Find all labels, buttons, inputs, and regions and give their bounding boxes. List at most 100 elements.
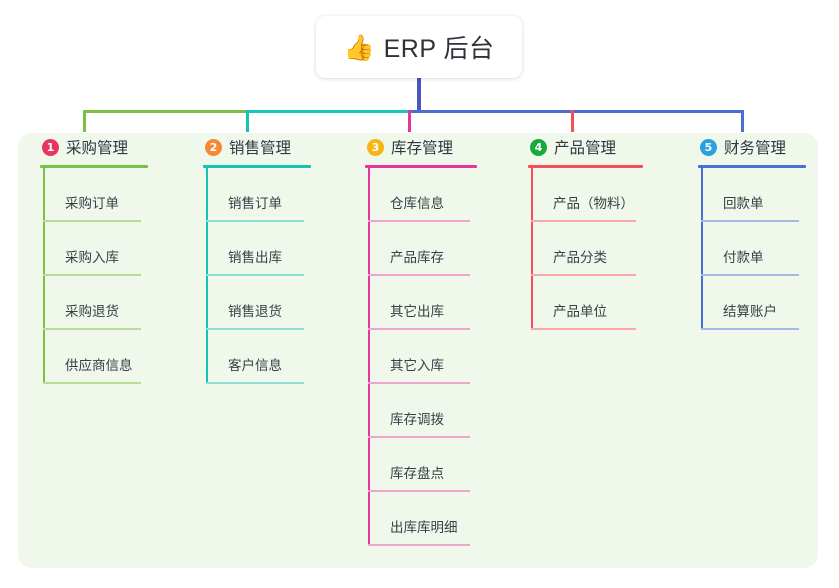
drop-line-3 <box>408 110 411 132</box>
branch-item-list: 仓库信息产品库存其它出库其它入库库存调拨库存盘点出库库明细 <box>368 168 477 546</box>
branch-item-label: 产品（物料） <box>553 196 634 211</box>
root-node[interactable]: 👍 ERP 后台 <box>316 16 522 78</box>
branch-item[interactable]: 付款单 <box>701 222 806 276</box>
branch-item[interactable]: 销售订单 <box>206 168 311 222</box>
drop-line-5 <box>741 110 744 132</box>
branch-item-label: 结算账户 <box>723 304 777 319</box>
branch-item-label: 库存盘点 <box>390 466 444 481</box>
branch-spine-line <box>368 168 370 546</box>
branch-header-库存管理[interactable]: 3 库存管理 <box>365 132 477 162</box>
branch-number-badge: 5 <box>700 138 717 156</box>
branch-item-rule <box>531 274 636 276</box>
branch-item-label: 产品分类 <box>553 250 607 265</box>
branch-item-rule <box>368 490 470 492</box>
root-trunk-line <box>417 78 421 113</box>
branch-item-label: 回款单 <box>723 196 764 211</box>
branch-header-rule <box>40 165 148 168</box>
branch-title: 库存管理 <box>391 140 454 157</box>
branch-item-label: 销售出库 <box>228 250 282 265</box>
branch-title: 采购管理 <box>66 140 129 157</box>
thumbs-up-icon: 👍 <box>343 32 375 62</box>
branch-item-rule <box>43 328 141 330</box>
branch-item[interactable]: 供应商信息 <box>43 330 148 384</box>
branch-item-rule <box>43 220 141 222</box>
branch-item-rule <box>206 220 304 222</box>
branch-item[interactable]: 销售出库 <box>206 222 311 276</box>
branch-item-rule <box>701 328 799 330</box>
drop-line-1 <box>83 110 86 132</box>
branch-item[interactable]: 库存盘点 <box>368 438 477 492</box>
branch-item-rule <box>368 274 470 276</box>
branch-item-rule <box>206 328 304 330</box>
distribution-bar-segment-3 <box>408 110 744 113</box>
branch-header-采购管理[interactable]: 1 采购管理 <box>40 132 148 162</box>
branch-header-rule <box>203 165 311 168</box>
branch-item-rule <box>368 382 470 384</box>
drop-line-4 <box>571 110 574 132</box>
branch-title: 产品管理 <box>554 140 617 157</box>
branch-item-label: 出库库明细 <box>390 520 458 535</box>
branch-item-rule <box>368 544 470 546</box>
branch-item[interactable]: 产品库存 <box>368 222 477 276</box>
branch-item[interactable]: 销售退货 <box>206 276 311 330</box>
branch-item[interactable]: 结算账户 <box>701 276 806 330</box>
branch-item-label: 其它入库 <box>390 358 444 373</box>
branch-number-badge: 3 <box>367 138 384 156</box>
branch-spine-line <box>701 168 703 330</box>
branch-item[interactable]: 采购退货 <box>43 276 148 330</box>
branch-header-产品管理[interactable]: 4 产品管理 <box>528 132 643 162</box>
branch-item[interactable]: 仓库信息 <box>368 168 477 222</box>
branch-item-rule <box>368 328 470 330</box>
branch-number-badge: 1 <box>42 138 59 156</box>
branch-item[interactable]: 产品分类 <box>531 222 643 276</box>
branch-item[interactable]: 出库库明细 <box>368 492 477 546</box>
branch-panel <box>18 133 818 568</box>
branch-item-rule <box>531 220 636 222</box>
branch-item-label: 采购入库 <box>65 250 119 265</box>
branch-spine-line <box>206 168 208 384</box>
branch-header-rule <box>698 165 806 168</box>
branch-item[interactable]: 库存调拨 <box>368 384 477 438</box>
branch-item-label: 产品单位 <box>553 304 607 319</box>
branch-item-label: 采购订单 <box>65 196 119 211</box>
branch-item[interactable]: 客户信息 <box>206 330 311 384</box>
branch-item-rule <box>43 382 141 384</box>
branch-item-rule <box>701 220 799 222</box>
branch-item[interactable]: 产品单位 <box>531 276 643 330</box>
branch-spine-line <box>43 168 45 384</box>
drop-line-2 <box>246 110 249 132</box>
branch-column-产品管理: 4 产品管理产品（物料） 产品分类产品单位 <box>528 132 643 330</box>
branch-item-rule <box>206 382 304 384</box>
branch-header-rule <box>528 165 643 168</box>
branch-item-label: 其它出库 <box>390 304 444 319</box>
branch-item[interactable]: 其它入库 <box>368 330 477 384</box>
branch-item-label: 库存调拨 <box>390 412 444 427</box>
branch-header-财务管理[interactable]: 5 财务管理 <box>698 132 806 162</box>
branch-item[interactable]: 其它出库 <box>368 276 477 330</box>
branch-number-badge: 2 <box>205 138 222 156</box>
branch-item-rule <box>701 274 799 276</box>
branch-column-财务管理: 5 财务管理回款单付款单结算账户 <box>698 132 806 330</box>
root-title: ERP 后台 <box>383 35 495 63</box>
branch-item-rule <box>368 220 470 222</box>
branch-item[interactable]: 产品（物料） <box>531 168 643 222</box>
branch-spine-line <box>531 168 533 330</box>
branch-item[interactable]: 回款单 <box>701 168 806 222</box>
branch-column-采购管理: 1 采购管理采购订单采购入库采购退货供应商信息 <box>40 132 148 384</box>
branch-item[interactable]: 采购入库 <box>43 222 148 276</box>
branch-item[interactable]: 采购订单 <box>43 168 148 222</box>
branch-title: 财务管理 <box>724 140 787 157</box>
branch-item-label: 付款单 <box>723 250 764 265</box>
branch-number-badge: 4 <box>530 138 547 156</box>
branch-item-list: 产品（物料） 产品分类产品单位 <box>531 168 643 330</box>
branch-item-rule <box>531 328 636 330</box>
distribution-bar-segment-1 <box>83 110 249 113</box>
distribution-bar-segment-2 <box>246 110 411 113</box>
branch-item-label: 客户信息 <box>228 358 282 373</box>
branch-item-rule <box>43 274 141 276</box>
branch-item-label: 销售退货 <box>228 304 282 319</box>
branch-item-label: 销售订单 <box>228 196 282 211</box>
